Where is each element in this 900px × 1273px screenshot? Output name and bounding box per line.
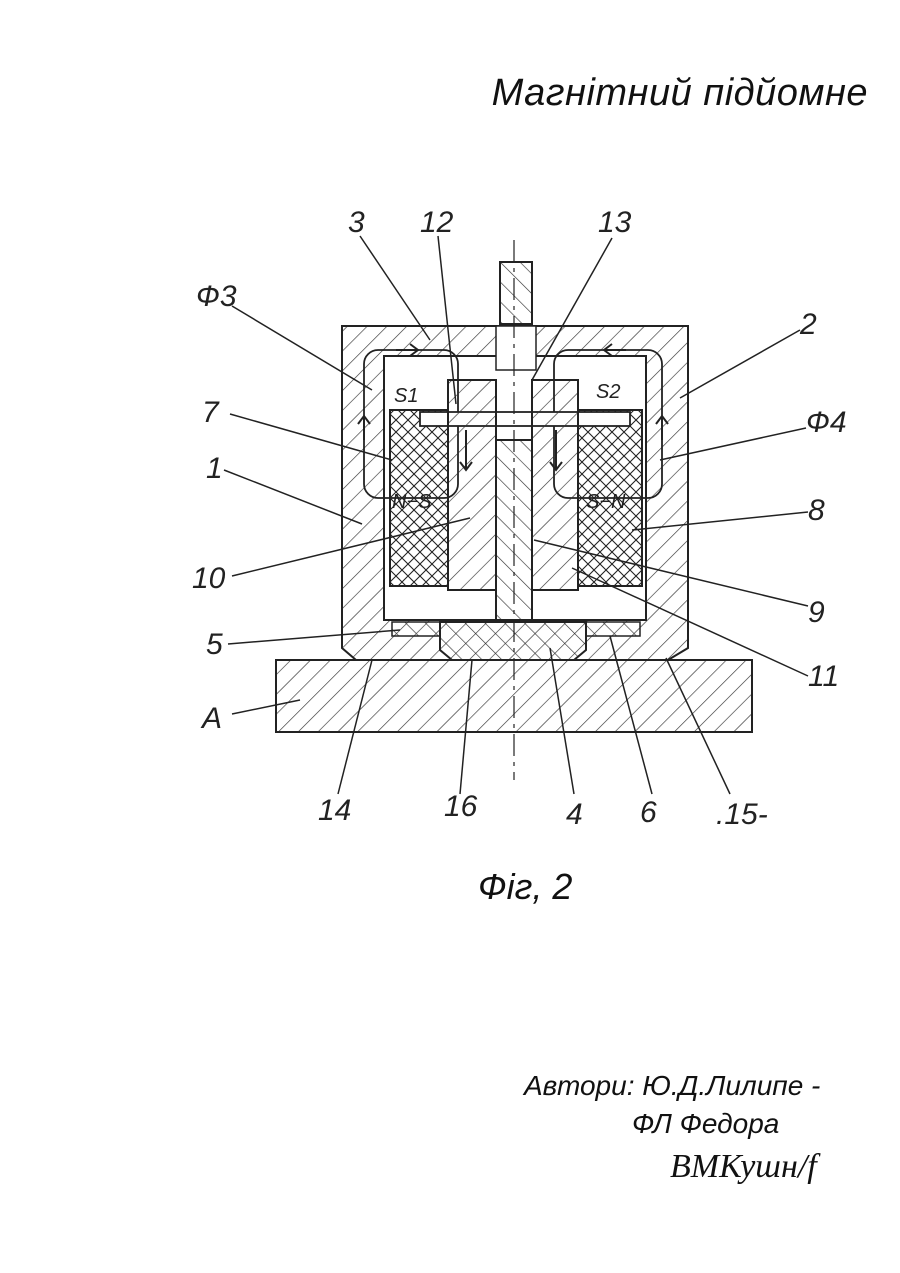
label-7: 7 [202, 396, 220, 429]
figure-caption: Фіг, 2 [478, 866, 572, 908]
label-sn: S−N [586, 491, 626, 513]
label-12: 12 [420, 206, 454, 239]
label-11: 11 [808, 660, 839, 693]
spacer-right [586, 622, 640, 636]
label-s1: S1 [394, 385, 418, 407]
label-3: 3 [348, 206, 365, 239]
label-a: A [200, 702, 222, 735]
label-4: 4 [566, 798, 583, 831]
bottom-pad [440, 622, 586, 660]
core-right [532, 380, 578, 590]
label-2: 2 [799, 308, 817, 341]
top-shaft-socket [496, 326, 536, 370]
label-phi3: Ф3 [196, 280, 237, 313]
label-6: 6 [640, 796, 657, 829]
label-s2: S2 [596, 381, 620, 403]
label-10: 10 [192, 562, 226, 595]
label-ns: N−S [392, 491, 432, 513]
technical-drawing: 3 12 13 Ф3 2 7 Ф4 1 8 10 9 5 11 A 14 16 … [0, 0, 900, 900]
top-shaft [500, 262, 532, 324]
label-9: 9 [808, 596, 825, 629]
core-left [448, 380, 496, 590]
label-15: .15- [716, 798, 768, 831]
authors-line-3: ВМКушн/f [670, 1148, 817, 1186]
spacer-left [392, 622, 440, 636]
label-phi4: Ф4 [806, 406, 847, 439]
label-13: 13 [598, 206, 632, 239]
label-5: 5 [206, 628, 223, 661]
label-16: 16 [444, 790, 478, 823]
authors-line-1: Автори: Ю.Д.Лилипе - [524, 1070, 820, 1102]
authors-line-2: ФЛ Федора [632, 1108, 779, 1140]
label-8: 8 [808, 494, 825, 527]
label-14: 14 [318, 794, 351, 827]
label-1: 1 [206, 452, 223, 485]
